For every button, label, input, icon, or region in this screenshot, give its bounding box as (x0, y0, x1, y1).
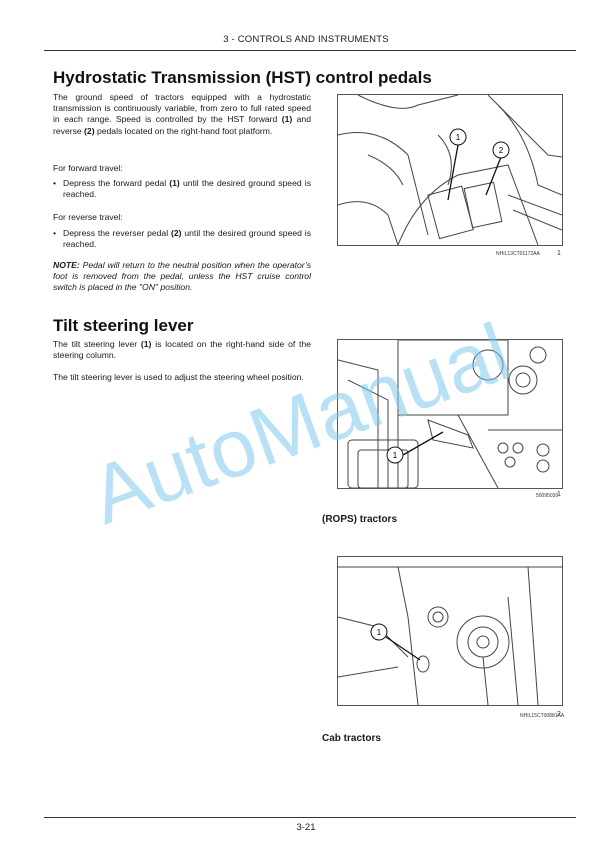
rops-figure-id: 50095030 (536, 493, 559, 499)
hst-pedals-figure: 1 2 (337, 94, 563, 246)
page-number: 3-21 (296, 822, 316, 833)
forward-travel-bullet: Depress the forward pedal (1) until the … (53, 178, 311, 200)
hst-intro: The ground speed of tractors equipped wi… (53, 92, 311, 136)
cab-callout-1: 1 (377, 628, 382, 637)
rops-callout-1: 1 (393, 451, 398, 460)
hst-figure-number: 1 (557, 250, 561, 257)
cab-tilt-lever-illustration: 1 (338, 566, 562, 705)
rops-tilt-lever-illustration: 1 (338, 340, 562, 488)
hst-note: NOTE: Pedal will return to the neutral p… (53, 260, 311, 293)
hst-pedals-illustration: 1 2 (338, 95, 562, 245)
cab-tilt-lever-figure: 1 (337, 556, 563, 706)
hst-callout-1: 1 (456, 133, 461, 142)
rops-figure-number: 1 (557, 491, 561, 498)
cab-figure-id: NHIL15CT00881AA (520, 713, 565, 719)
forward-travel-label: For forward travel: (53, 163, 123, 173)
header-rule (44, 50, 576, 51)
hst-figure-id: NHIL13CT01172AA (496, 251, 540, 257)
cab-caption: Cab tractors (322, 733, 381, 744)
page-header: 3 - CONTROLS AND INSTRUMENTS (223, 34, 389, 45)
footer-rule (44, 817, 576, 818)
section-title-hst: Hydrostatic Transmission (HST) control p… (53, 68, 432, 87)
reverse-travel-bullet: Depress the reverser pedal (2) until the… (53, 228, 311, 250)
rops-tilt-lever-figure: 1 (337, 339, 563, 489)
tilt-usage-text: The tilt steering lever is used to adjus… (53, 372, 304, 382)
section-title-tilt: Tilt steering lever (53, 316, 194, 335)
tilt-location-text: The tilt steering lever (1) is located o… (53, 339, 312, 361)
cab-figure-number: 2 (557, 711, 561, 718)
rops-caption: (ROPS) tractors (322, 514, 398, 525)
hst-callout-2: 2 (499, 146, 504, 155)
reverse-travel-label: For reverse travel: (53, 212, 123, 222)
